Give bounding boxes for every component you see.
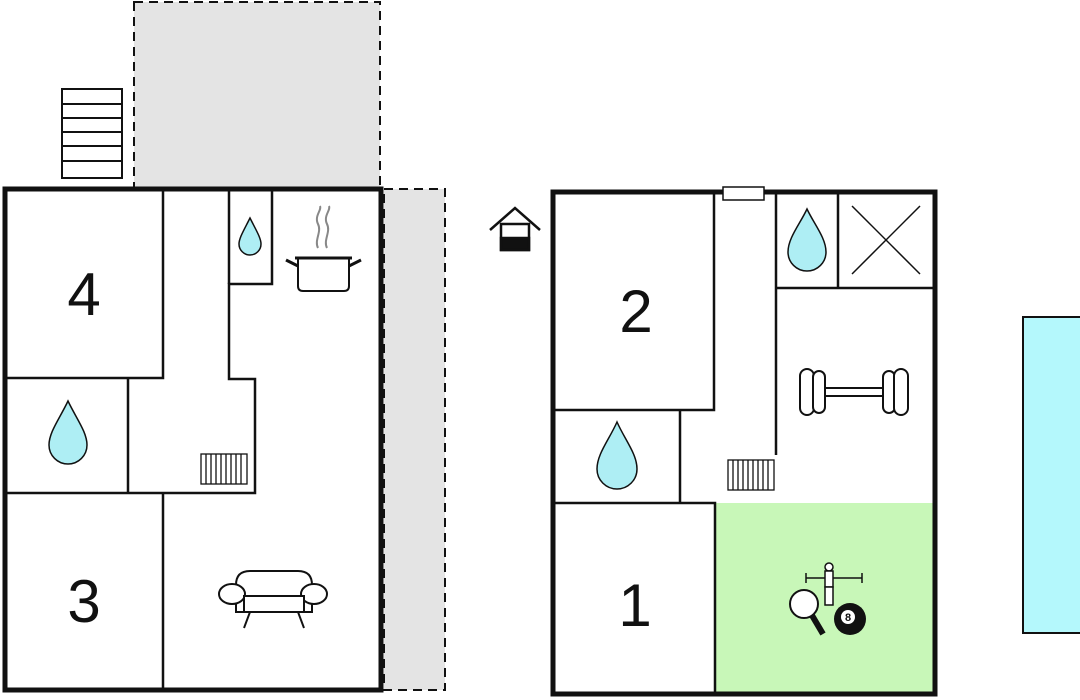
room-number-4: 4: [67, 261, 100, 328]
cooking-pot-icon: [285, 205, 362, 292]
terrace-side: [383, 188, 446, 691]
radiator-icon: [727, 459, 775, 491]
billiard-ball-icon: 8: [834, 603, 866, 635]
dumbbell-icon: [799, 368, 909, 416]
well-house-icon: [489, 206, 541, 252]
window: [722, 186, 765, 201]
water-drop-icon: [787, 207, 827, 272]
room-number-1: 1: [618, 572, 651, 639]
right-interior-walls: [555, 194, 933, 692]
water-drop-icon: [596, 420, 638, 490]
left-interior-walls: [7, 189, 274, 688]
water-drop-icon: [238, 216, 262, 256]
room-number-3: 3: [67, 568, 100, 635]
water-drop-icon: [48, 399, 88, 465]
ping-pong-icon: [789, 589, 826, 636]
radiator-icon: [200, 453, 248, 485]
sofa-icon: [218, 570, 328, 629]
terrace-top: [133, 1, 381, 189]
room-number-2: 2: [619, 278, 652, 345]
sauna-cross-icon: [851, 205, 921, 275]
swimming-pool: [1022, 316, 1080, 634]
stairs-icon: [61, 88, 123, 179]
table-football-icon: [805, 562, 863, 606]
billiard-ball-number: 8: [845, 612, 851, 624]
